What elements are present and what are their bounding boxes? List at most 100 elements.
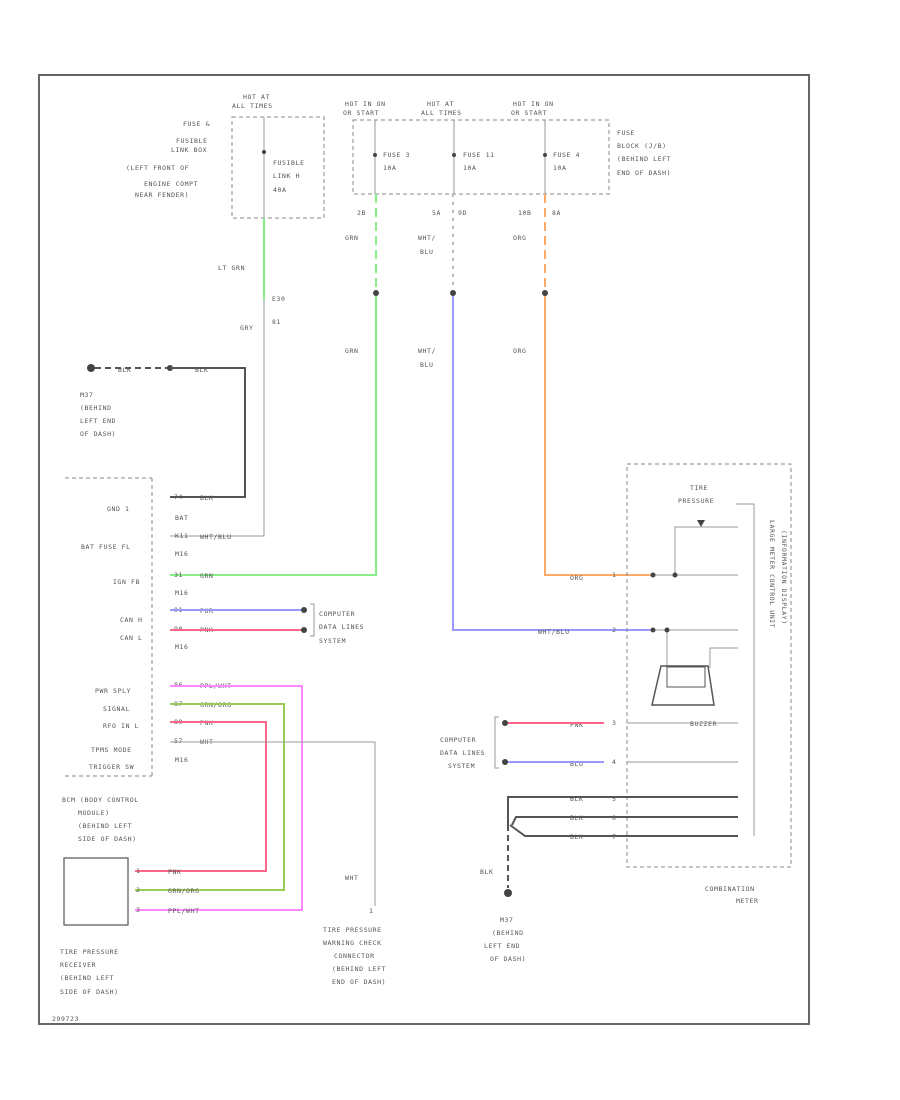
meter-wire-code: ORG [570,574,584,582]
hot-label: HOT AT [427,100,454,108]
fuse-node [373,153,377,157]
data-lines-label: COMPUTER [440,736,476,744]
pin-number: 8A [552,209,561,217]
bcm-pin-num: M16 [175,756,189,764]
wire-label: 81 [272,318,281,326]
fusible-link-label: 40A [273,186,287,194]
check-label: END OF DASH) [332,978,386,986]
meter-side-label: LARGE METER CONTROL UNIT [768,520,776,628]
fuse-box-text: FUSIBLE [176,137,208,145]
diagram-frame [38,74,810,1025]
hot-label: ALL TIMES [421,109,462,117]
fuse-3-label: 10A [383,164,397,172]
bcm-pin-label: BAT FUSE FL [81,543,131,551]
fuse-block-right-outline [352,119,610,195]
bcm-pin-label: PWR SPLY [95,687,131,695]
footer-code: 299723 [52,1015,79,1023]
receiver-label: RECEIVER [60,961,96,969]
receiver-label: SIDE OF DASH) [60,988,119,996]
bcm-pin-label: SIGNAL [103,705,130,713]
bcm-pin-label: CAN L [120,634,143,642]
ground-label: (BEHIND [80,404,112,412]
ground-wire-bcm [170,367,246,498]
data-lines-label: COMPUTER [319,610,355,618]
receiver-pin: 3 [136,906,141,914]
meter-wire-code: BLU [570,760,584,768]
hot-label: OR START [511,109,547,117]
wire-label: GRN [345,234,359,242]
wire-label: BLK [480,868,494,876]
hot-label: HOT AT [243,93,270,101]
pin-number: 10B [518,209,532,217]
bcm-module: GND 1 BAT BAT FUSE FL IGN FB CAN H CAN L… [65,477,189,777]
wire-label: ORG [513,234,527,242]
receiver-wire-code: PPL/WHT [168,907,200,915]
meter-gnd-wire [511,816,738,826]
data-terminal [502,759,508,765]
can-terminal [301,627,307,633]
pin-number: 5A [432,209,441,217]
bcm-pin-label: BAT [175,514,189,522]
bcm-label: SIDE OF DASH) [78,835,137,843]
pin-number: 9D [458,209,467,217]
fuse-4-label: 10A [553,164,567,172]
meter-pin: 5 [612,795,617,803]
check-label: TIRE PRESSURE [323,926,382,934]
meter-outline [626,463,792,868]
hot-label: HOT IN ON [345,100,386,108]
wht-blu-wire-main [452,293,655,631]
bcm-label: MODULE) [78,809,110,817]
grn-splice [373,290,379,296]
ground-label: M37 [80,391,94,399]
wire-label: WHT/ [418,234,436,242]
fuse-box-text: (LEFT FRONT OF [126,164,189,172]
receiver-pin: 2 [136,886,141,894]
bcm-pin-num: M16 [175,589,189,597]
meter-splice [650,627,656,633]
header: HOT AT ALL TIMES HOT IN ON OR START HOT … [232,93,553,117]
meter-label: METER [736,897,759,905]
wht-blu-splice [450,290,456,296]
check-pin-label: 1 [369,907,374,915]
meter-side-label: (INFORMATION DISPLAY) [780,530,788,625]
grn-wire-main [170,293,377,576]
ground-label: LEFT END [484,942,520,950]
buzzer-lead [709,647,738,668]
data-lines-label: SYSTEM [319,637,346,645]
meter-gnd-wire [507,796,738,825]
receiver-pin: 1 [136,867,141,875]
can-terminal [301,607,307,613]
wire-label: E30 [272,295,286,303]
meter-pin: 4 [612,758,617,766]
buzzer-icon [651,665,715,706]
fuse-block-label: FUSE BLOCK (J/B) (BEHIND LEFT END OF DAS… [617,129,671,177]
bcm-pin-num: K11 [175,532,189,540]
meter-splice [672,572,678,578]
fuse-block-text: BLOCK (J/B) [617,142,667,150]
hot-label: OR START [343,109,379,117]
receiver-label: (BEHIND LEFT [60,974,114,982]
bcm-label: (BEHIND LEFT [78,822,132,830]
fuse-11-label: 10A [463,164,477,172]
data-lines-bracket-2 [494,716,499,769]
hot-label: ALL TIMES [232,102,273,110]
fuse-box-left-label: FUSE & FUSIBLE LINK BOX (LEFT FRONT OF E… [126,120,209,199]
wire-label: BLU [420,248,434,256]
data-lines-bracket [310,603,315,637]
wire-label: BLK [195,366,209,374]
fusible-link-label: FUSIBLE [273,159,305,167]
fuse-4-label: FUSE 4 [553,151,580,159]
bcm-pin-label: TPMS MODE [91,746,132,754]
receiver-wire-code: PNK [168,868,182,876]
data-lines-label: DATA LINES [440,749,485,757]
meter-label: COMBINATION [705,885,755,893]
ground-label: OF DASH) [80,430,116,438]
fuse-block-text: END OF DASH) [617,169,671,177]
data-lines-label: DATA LINES [319,623,364,631]
bcm-pin-label: RFO IN L [103,722,139,730]
pnk-wire [135,721,267,872]
meter-pin: 3 [612,719,617,727]
receiver-box [63,857,129,926]
bcm-pin-num: M16 [175,550,189,558]
